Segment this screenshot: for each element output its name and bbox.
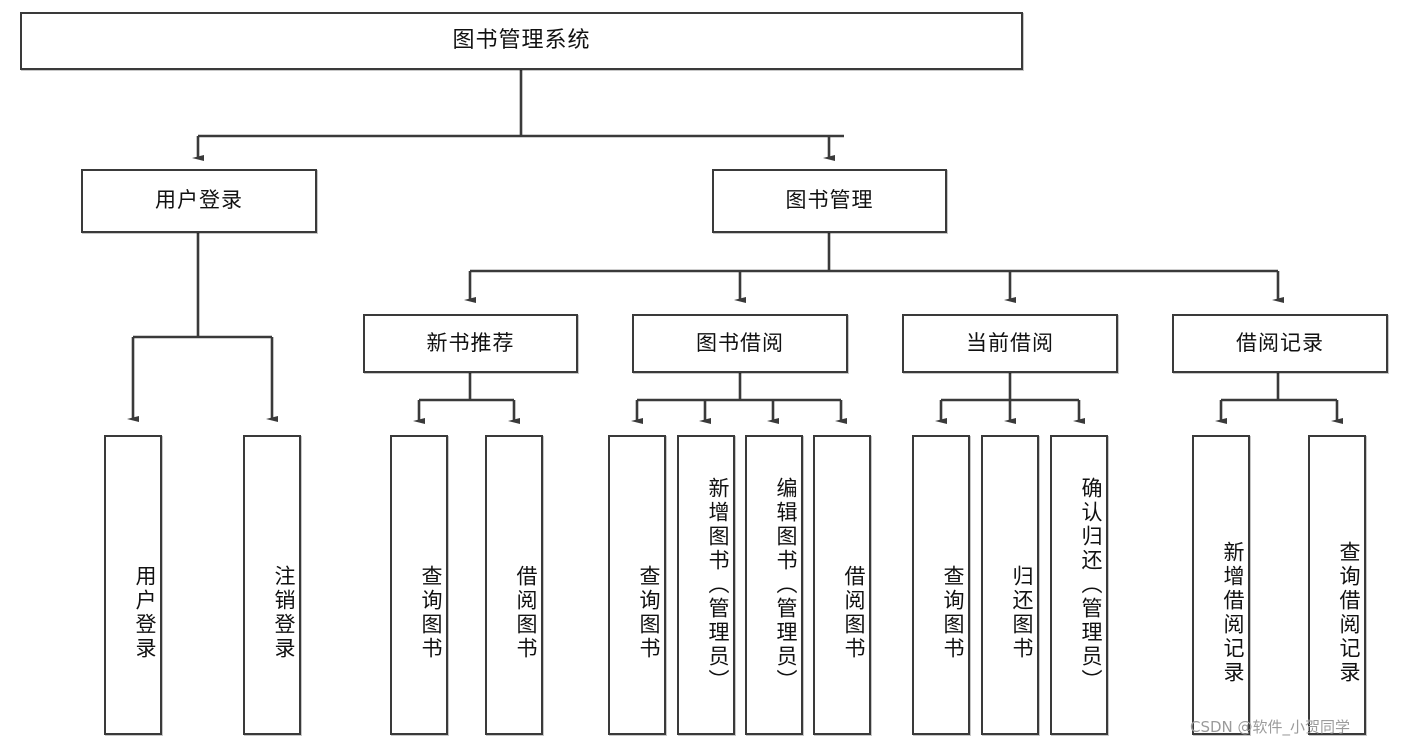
node-leaf-query-book-1[interactable]: 查询图书 <box>390 435 448 735</box>
node-label: 新增图书（管理员） <box>706 477 730 693</box>
node-label: 查询图书 <box>419 564 443 661</box>
node-label: 图书借阅 <box>696 330 784 355</box>
node-borrow-record[interactable]: 借阅记录 <box>1172 314 1388 373</box>
node-label: 注销登录 <box>272 564 296 661</box>
node-label: 确认归还（管理员） <box>1079 477 1103 693</box>
node-label: 查询借阅记录 <box>1337 540 1361 685</box>
node-label: 用户登录 <box>133 564 157 661</box>
node-current-borrow[interactable]: 当前借阅 <box>902 314 1118 373</box>
node-leaf-edit-book[interactable]: 编辑图书（管理员） <box>745 435 803 735</box>
node-leaf-return-book[interactable]: 归还图书 <box>981 435 1039 735</box>
node-label: 编辑图书（管理员） <box>774 477 798 693</box>
node-label: 借阅图书 <box>842 564 866 661</box>
node-leaf-query-book-2[interactable]: 查询图书 <box>608 435 666 735</box>
node-label: 当前借阅 <box>966 330 1054 355</box>
node-root-system[interactable]: 图书管理系统 <box>20 12 1023 70</box>
node-new-book-recommend[interactable]: 新书推荐 <box>363 314 578 373</box>
node-label: 借阅记录 <box>1236 330 1324 355</box>
node-label: 归还图书 <box>1010 564 1034 661</box>
node-leaf-query-book-3[interactable]: 查询图书 <box>912 435 970 735</box>
node-leaf-add-record[interactable]: 新增借阅记录 <box>1192 435 1250 735</box>
node-label: 借阅图书 <box>514 564 538 661</box>
node-leaf-user-login[interactable]: 用户登录 <box>104 435 162 735</box>
node-leaf-add-book[interactable]: 新增图书（管理员） <box>677 435 735 735</box>
node-label: 新增借阅记录 <box>1221 540 1245 685</box>
node-book-borrow[interactable]: 图书借阅 <box>632 314 848 373</box>
node-leaf-query-record[interactable]: 查询借阅记录 <box>1308 435 1366 735</box>
node-leaf-confirm-return[interactable]: 确认归还（管理员） <box>1050 435 1108 735</box>
node-leaf-borrow-book-2[interactable]: 借阅图书 <box>813 435 871 735</box>
node-label: 图书管理 <box>785 188 874 213</box>
node-leaf-logout-login[interactable]: 注销登录 <box>243 435 301 735</box>
csdn-watermark: CSDN @软件_小贺同学 <box>1190 718 1351 736</box>
node-leaf-borrow-book-1[interactable]: 借阅图书 <box>485 435 543 735</box>
node-label: 查询图书 <box>637 564 661 661</box>
node-book-management[interactable]: 图书管理 <box>712 169 947 233</box>
node-label: 查询图书 <box>941 564 965 661</box>
node-label: 用户登录 <box>155 188 243 213</box>
node-label: 图书管理系统 <box>452 27 591 53</box>
node-label: 新书推荐 <box>426 330 515 355</box>
node-user-login[interactable]: 用户登录 <box>81 169 317 233</box>
